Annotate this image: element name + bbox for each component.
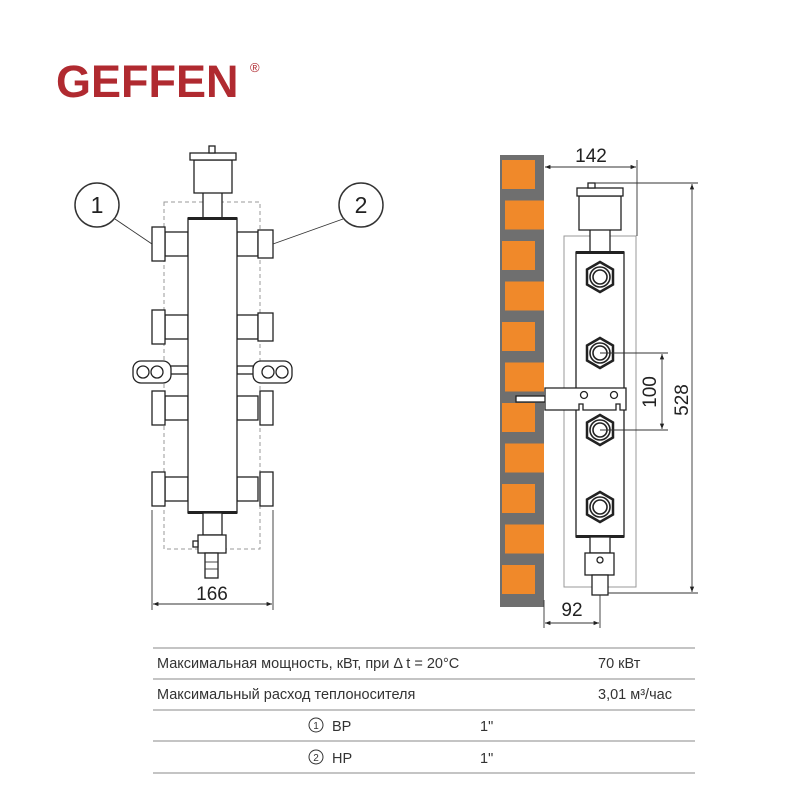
- svg-text:1: 1: [91, 192, 104, 218]
- right-fittings: [236, 229, 274, 507]
- left-fittings: [151, 226, 189, 507]
- separator-body: [187, 217, 238, 514]
- connection-1-size: 1": [480, 719, 493, 735]
- dimension-166: 166: [196, 584, 228, 605]
- brick: [502, 484, 535, 513]
- connection-1-type: ВР: [332, 719, 351, 735]
- svg-text:1: 1: [313, 721, 319, 732]
- connection-2-icon: [308, 749, 324, 765]
- brick: [502, 403, 535, 432]
- spec-flow-label: Максимальный расход теплоносителя: [157, 687, 415, 703]
- connection-2-type: НР: [332, 751, 352, 767]
- brick: [502, 565, 535, 594]
- brick: [505, 443, 544, 473]
- air-vent: [193, 159, 233, 194]
- svg-text:2: 2: [313, 753, 319, 764]
- spec-power-value: 70 кВт: [598, 656, 641, 672]
- brick: [505, 200, 544, 230]
- spec-table: Максимальная мощность, кВт, при Δ t = 20…: [153, 647, 695, 774]
- connection-2-size: 1": [480, 751, 493, 767]
- brick: [502, 241, 535, 270]
- wall-bracket: [544, 387, 627, 411]
- brick: [505, 362, 544, 392]
- callout-2: [338, 182, 384, 228]
- wall-anchor: [515, 395, 547, 403]
- pipe-connections: [585, 260, 615, 524]
- svg-text:2: 2: [355, 192, 368, 218]
- callout-1: [74, 182, 120, 228]
- connection-1-icon: [308, 717, 324, 733]
- brick: [505, 281, 544, 311]
- dimension-92: 92: [561, 600, 582, 621]
- logo-text: GEFFEN: [56, 56, 239, 107]
- spec-flow-value: 3,01 м³/час: [598, 687, 672, 703]
- registered-mark: ®: [250, 60, 260, 75]
- drain-valve: [584, 552, 615, 576]
- wall-brackets: [132, 360, 293, 384]
- side-view: 142 528 100 92: [500, 146, 698, 628]
- geffen-logo: GEFFEN ®: [56, 56, 260, 107]
- brick: [502, 160, 535, 189]
- front-view: 166 1 2: [74, 145, 384, 610]
- dimension-528: 528: [672, 384, 693, 416]
- spec-power-label: Максимальная мощность, кВт, при Δ t = 20…: [157, 656, 459, 672]
- drain-valve: [197, 534, 227, 554]
- dimension-142: 142: [575, 146, 607, 167]
- vent-stem: [202, 189, 223, 219]
- brick-wall: [500, 155, 544, 607]
- brick: [505, 524, 544, 554]
- air-vent: [578, 195, 622, 231]
- dimension-100: 100: [640, 376, 661, 408]
- brick: [502, 322, 535, 351]
